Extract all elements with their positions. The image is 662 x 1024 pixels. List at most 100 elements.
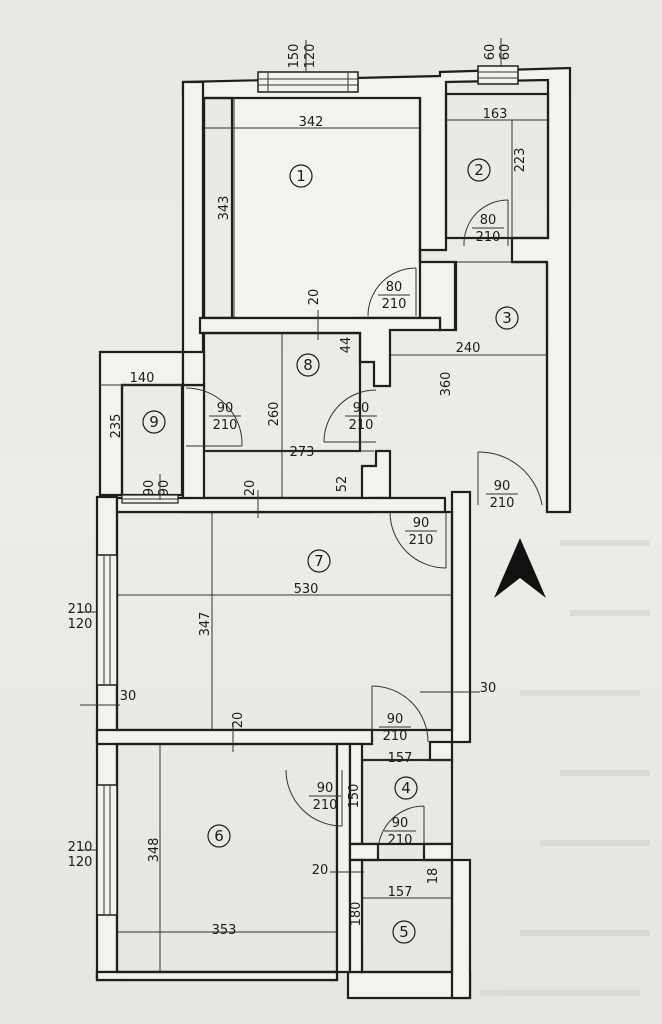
window-label-room-1: 150 120 xyxy=(287,40,318,72)
room-3-width: 240 xyxy=(456,341,481,356)
room-9-depth: 235 xyxy=(109,414,124,439)
svg-text:210: 210 xyxy=(409,533,434,548)
svg-text:5: 5 xyxy=(399,923,409,941)
room-label-4: 4 xyxy=(394,776,418,800)
svg-text:210: 210 xyxy=(313,798,338,813)
window-label-room-2: 60 60 xyxy=(483,38,513,66)
window-room-7 xyxy=(96,554,118,686)
door-arc-room-6 xyxy=(285,769,343,827)
room-4-depth: 150 xyxy=(347,784,362,809)
room-2-width: 163 xyxy=(483,107,508,122)
room-7-walls xyxy=(95,496,454,746)
svg-text:90: 90 xyxy=(392,816,409,831)
svg-text:90: 90 xyxy=(142,480,157,497)
window-label-room-7: 210 120 xyxy=(68,602,93,632)
svg-text:120: 120 xyxy=(68,855,93,870)
wall-label-52: 52 xyxy=(335,476,350,493)
door-label-room-6: 90 210 xyxy=(309,781,341,813)
room-5-depth: 180 xyxy=(349,902,364,927)
room-1-depth: 343 xyxy=(217,196,232,221)
room-7-depth: 347 xyxy=(198,612,213,637)
door-label-entrance: 90 210 xyxy=(486,479,518,511)
window-room-6 xyxy=(96,784,118,916)
svg-text:60: 60 xyxy=(498,44,513,61)
room-label-7: 7 xyxy=(307,549,331,573)
room-3-walls xyxy=(390,260,549,512)
svg-text:120: 120 xyxy=(303,44,318,69)
door-arc-room-2 xyxy=(463,199,509,247)
room-3-depth: 360 xyxy=(439,372,454,397)
svg-text:90: 90 xyxy=(387,712,404,727)
paper-show-through xyxy=(480,540,650,996)
room-5-width: 157 xyxy=(388,885,413,900)
room-4-walls xyxy=(348,742,454,862)
svg-text:80: 80 xyxy=(386,280,403,295)
window-room-9 xyxy=(121,494,179,504)
door-arc-room-4 xyxy=(371,685,429,743)
room-label-5: 5 xyxy=(392,920,416,944)
door-label-room-7: 90 210 xyxy=(405,516,437,548)
room-label-9: 9 xyxy=(142,410,166,434)
window-room-1 xyxy=(257,71,359,93)
wall-markers xyxy=(78,310,480,873)
svg-text:90: 90 xyxy=(217,401,234,416)
svg-text:9: 9 xyxy=(149,413,159,431)
wall-label-7-6: 20 xyxy=(231,712,246,729)
svg-text:120: 120 xyxy=(68,617,93,632)
door-label-room-8: 90 210 xyxy=(345,401,377,433)
svg-text:1: 1 xyxy=(296,167,306,185)
svg-text:210: 210 xyxy=(490,496,515,511)
room-5-walls xyxy=(348,858,454,974)
svg-text:150: 150 xyxy=(287,44,302,69)
svg-text:3: 3 xyxy=(502,309,512,327)
wall-label-1-8: 20 xyxy=(307,289,322,306)
door-label-room-4: 90 210 xyxy=(379,712,411,744)
window-room-2 xyxy=(477,65,519,85)
room-6-width: 353 xyxy=(212,923,237,938)
svg-text:210: 210 xyxy=(68,840,93,855)
svg-text:60: 60 xyxy=(483,44,498,61)
svg-text:210: 210 xyxy=(349,418,374,433)
door-label-room-5: 90 210 xyxy=(384,816,416,848)
door-label-room-1: 80 210 xyxy=(378,280,410,312)
svg-text:210: 210 xyxy=(476,230,501,245)
room-2-walls xyxy=(444,92,550,240)
wall-label-18: 18 xyxy=(426,868,441,885)
svg-text:4: 4 xyxy=(401,779,411,797)
room-label-3: 3 xyxy=(495,306,519,330)
room-4-width: 157 xyxy=(388,751,413,766)
svg-text:210: 210 xyxy=(68,602,93,617)
svg-text:90: 90 xyxy=(317,781,334,796)
room-label-2: 2 xyxy=(467,158,491,182)
door-arc-room-1 xyxy=(367,267,417,317)
door-label-room-9: 90 210 xyxy=(209,401,241,433)
room-8-width: 273 xyxy=(290,445,315,460)
door-arc-room-9 xyxy=(185,387,243,447)
room-label-8: 8 xyxy=(296,353,320,377)
wall-label-left-30: 30 xyxy=(120,689,137,704)
room-7-width: 530 xyxy=(294,582,319,597)
svg-text:210: 210 xyxy=(213,418,238,433)
wall-label-8-7: 20 xyxy=(243,480,258,497)
room-label-1: 1 xyxy=(289,164,313,188)
room-8-depth: 260 xyxy=(267,402,282,427)
room-9-width: 140 xyxy=(130,371,155,386)
door-arc-room-5 xyxy=(377,805,425,853)
door-arc-room-8 xyxy=(323,389,377,443)
svg-text:210: 210 xyxy=(382,297,407,312)
svg-text:2: 2 xyxy=(474,161,484,179)
svg-text:90: 90 xyxy=(353,401,370,416)
window-label-room-9: 90 90 xyxy=(142,474,172,500)
wall-label-right-30: 30 xyxy=(480,681,497,696)
wall-label-6-5: 20 xyxy=(312,863,329,878)
room-1-width: 342 xyxy=(299,115,324,130)
svg-text:7: 7 xyxy=(314,552,324,570)
svg-text:90: 90 xyxy=(413,516,430,531)
svg-text:90: 90 xyxy=(494,479,511,494)
svg-text:210: 210 xyxy=(388,833,413,848)
door-arc-entrance xyxy=(477,451,543,506)
wall-label-44: 44 xyxy=(339,337,354,354)
room-6-depth: 348 xyxy=(147,838,162,863)
